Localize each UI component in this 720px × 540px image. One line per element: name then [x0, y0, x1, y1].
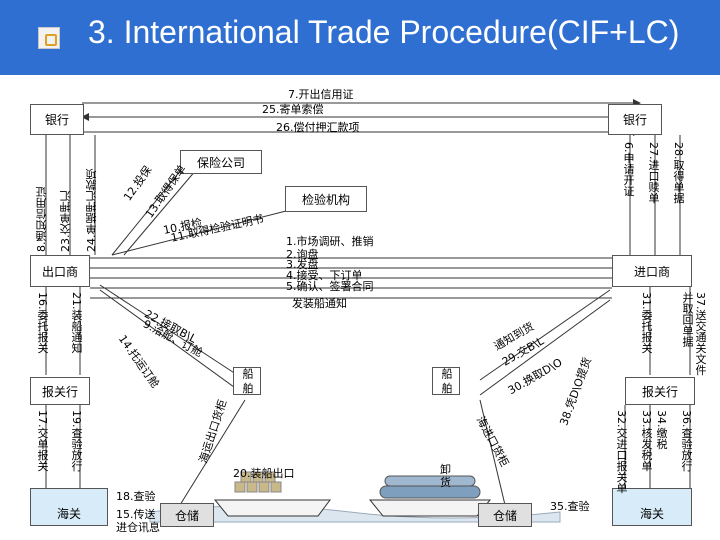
container-cube	[246, 481, 258, 493]
customs-left-box: 海关	[30, 488, 108, 526]
step-16-label: 16.委托报关	[36, 292, 49, 354]
step-5-label: 5.确认、签署合同	[286, 280, 374, 293]
step-21-label: 21.装船通知	[70, 292, 83, 354]
step-35-label: 35.查验	[550, 500, 590, 513]
arrow-12	[111, 164, 186, 256]
step-32-label: 32.交进口报关单	[615, 410, 628, 494]
step-7-label: 7.开出信用证	[288, 88, 354, 101]
bank-right-box: 银行	[608, 104, 662, 135]
ship-right-box: 船 舶	[432, 367, 460, 395]
importer-box: 进口商	[612, 255, 692, 287]
arrow-29	[479, 289, 611, 381]
arrow-13	[123, 169, 197, 256]
step-17-label: 17.交单报关	[36, 410, 49, 472]
step-28-label: 28.取得单据	[672, 142, 685, 204]
slide-title: 3. International Trade Procedure(CIF+LC)	[88, 14, 680, 50]
unload-label: 卸 货	[440, 463, 451, 489]
warehouse-left-box: 仓储	[160, 503, 214, 527]
step-6-label: 6.申请开证	[622, 142, 635, 197]
step-36-label: 36.查验放行	[680, 410, 693, 472]
step-27-label: 27.进口赎单	[647, 142, 660, 204]
step-4-label: 4.接受、下订单	[286, 269, 363, 282]
container-cube	[252, 471, 264, 483]
step-8-label: 8.通知信用证	[35, 186, 48, 253]
step-3-label: 3.发盘	[286, 258, 319, 271]
exporter-box: 出口商	[30, 255, 90, 287]
broker-right-box: 报关行	[625, 377, 695, 405]
container-cube	[240, 471, 252, 483]
step-23-label: 23.交单押汇	[59, 190, 72, 253]
title-bar	[0, 0, 720, 75]
cargo-cylinder	[379, 485, 481, 499]
inspection-box: 检验机构	[285, 186, 367, 212]
step-2-label: 2.询盘	[286, 248, 319, 261]
step-15-label: 15.传送进仓讯息	[116, 508, 160, 534]
step-34-label: 34.缴税	[655, 410, 668, 450]
container-cube	[264, 471, 276, 483]
arrow-10	[111, 209, 291, 256]
cargo-cylinder	[384, 475, 476, 487]
step-37-label: 37.送交通关文件	[694, 292, 707, 376]
step-24-label: 24.单据押汇款项	[85, 168, 98, 253]
arrow-22	[99, 289, 246, 396]
arrow-38	[479, 399, 506, 506]
arrow-14	[99, 284, 246, 381]
broker-left-box: 报关行	[30, 377, 90, 405]
step-19-label: 19.查验放行	[70, 410, 83, 472]
step-20-label: 20.装船出口	[233, 467, 295, 480]
ship-notice-label: 发装船通知	[292, 297, 347, 310]
hand-back-label: 并取回单据	[681, 292, 694, 347]
arrow-20	[179, 399, 246, 506]
customs-right-box: 海关	[612, 488, 692, 526]
insurance-box: 保险公司	[180, 150, 262, 174]
step-18-label: 18.查验	[116, 490, 156, 503]
left-ship-hull	[213, 499, 331, 517]
step-26-label: 26.偿付押汇款项	[276, 121, 360, 134]
step-33-label: 33.核发税单	[640, 410, 653, 472]
right-ship-hull	[368, 499, 492, 517]
customs-left-label: 海关	[56, 507, 81, 521]
ship-left-box: 船 舶	[233, 367, 261, 395]
bank-left-box: 银行	[30, 104, 84, 135]
arrow-30	[479, 299, 611, 396]
customs-right-label: 海关	[639, 507, 664, 521]
container-cube	[270, 481, 282, 493]
step-31-label: 31.委托报关	[640, 292, 653, 354]
step-25-label: 25.寄单索偿	[262, 103, 324, 116]
step-1-label: 1.市场调研、推销	[286, 235, 374, 248]
warehouse-right-box: 仓储	[478, 503, 532, 527]
title-bullet-icon	[38, 27, 60, 49]
container-cube	[234, 481, 246, 493]
container-cube	[258, 481, 270, 493]
